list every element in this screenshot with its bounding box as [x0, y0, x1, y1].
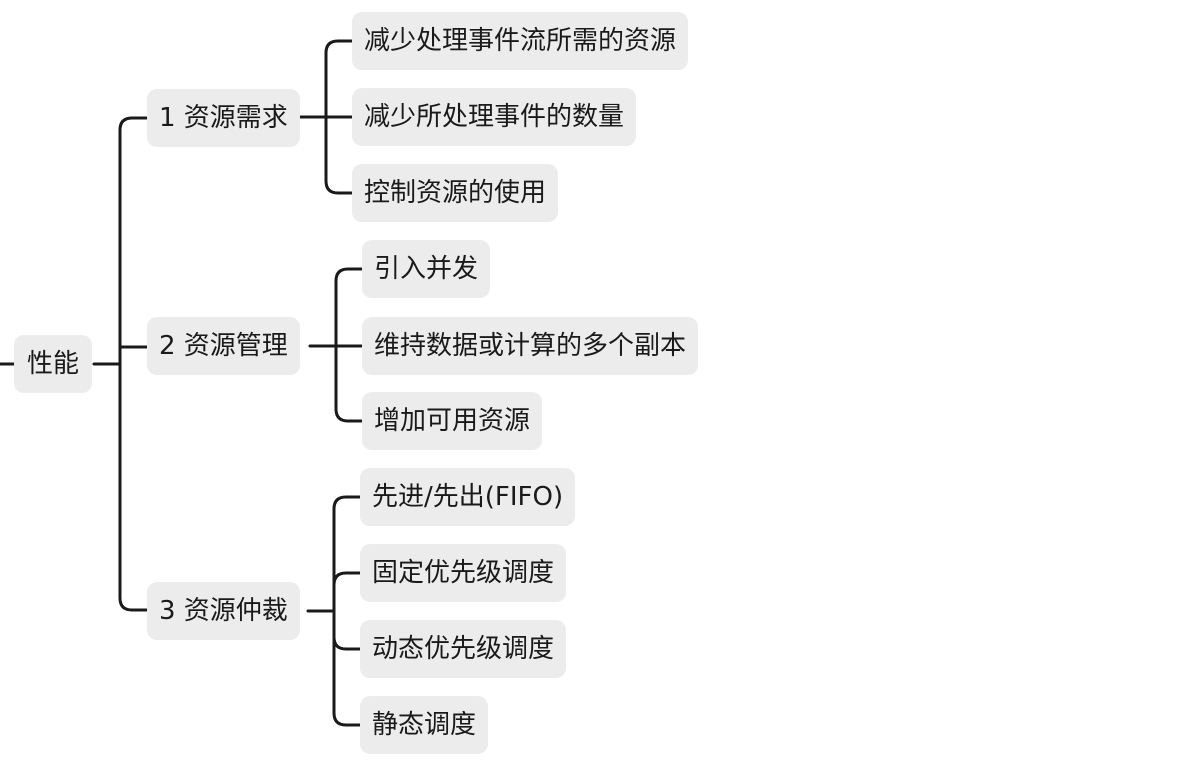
leaf-node-label: 控制资源的使用: [364, 178, 547, 208]
branch-node-label: 1 资源需求: [159, 103, 288, 133]
leaf-node[interactable]: 减少处理事件流所需的资源: [352, 12, 689, 70]
leaf-node-label: 静态调度: [372, 710, 477, 740]
leaf-node-label: 增加可用资源: [374, 406, 531, 436]
leaf-node-label: 减少处理事件流所需的资源: [364, 26, 677, 56]
root-node-label: 性能: [27, 349, 80, 379]
branch-node-label: 2 资源管理: [159, 331, 288, 361]
leaf-node-label: 动态优先级调度: [372, 634, 555, 664]
leaf-node-label: 维持数据或计算的多个副本: [374, 331, 687, 361]
branch-node-resource-arbitration[interactable]: 3 资源仲裁: [147, 582, 300, 640]
leaf-node[interactable]: 固定优先级调度: [360, 544, 567, 602]
leaf-node-label: 固定优先级调度: [372, 558, 555, 588]
leaf-node-label: 先进/先出(FIFO): [372, 482, 564, 512]
leaf-node-label: 引入并发: [374, 254, 479, 284]
leaf-node-label: 减少所处理事件的数量: [364, 102, 625, 132]
leaf-node[interactable]: 先进/先出(FIFO): [360, 468, 576, 526]
leaf-node[interactable]: 静态调度: [360, 696, 489, 754]
branch-node-label: 3 资源仲裁: [159, 596, 288, 626]
branch-node-resource-management[interactable]: 2 资源管理: [147, 317, 300, 375]
leaf-node[interactable]: 动态优先级调度: [360, 620, 567, 678]
leaf-node[interactable]: 维持数据或计算的多个副本: [362, 317, 699, 375]
leaf-node[interactable]: 增加可用资源: [362, 392, 543, 450]
root-node[interactable]: 性能: [14, 335, 93, 393]
leaf-node[interactable]: 减少所处理事件的数量: [352, 88, 637, 146]
connector-branch-3-trunk: [332, 495, 362, 727]
connector-branch-trunk: [118, 116, 149, 612]
leaf-node[interactable]: 控制资源的使用: [352, 164, 559, 222]
branch-node-resource-demand[interactable]: 1 资源需求: [147, 89, 300, 147]
leaf-node[interactable]: 引入并发: [362, 240, 491, 298]
connector-branch-3-child-2: [332, 571, 362, 587]
connector-branch-3-child-3: [332, 635, 362, 651]
